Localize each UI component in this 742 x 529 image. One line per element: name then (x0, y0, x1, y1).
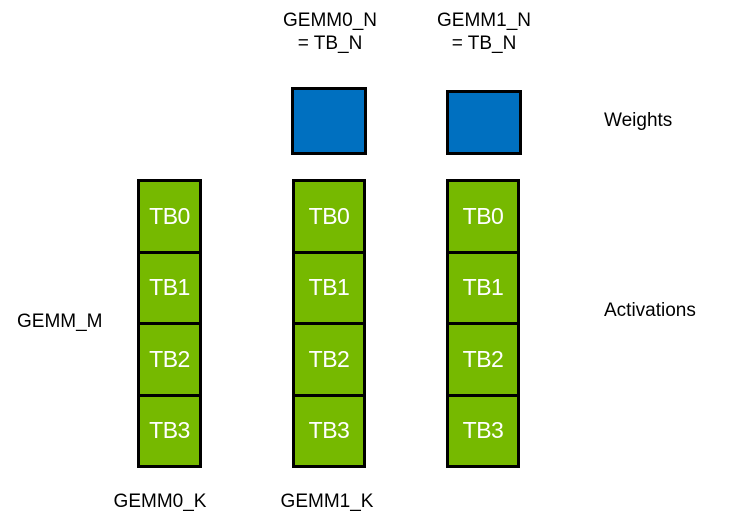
header-gemm1-n: GEMM1_N = TB_N (437, 9, 531, 55)
tb-cell: TB1 (449, 250, 517, 323)
header-gemm1-n-line2: = TB_N (451, 33, 517, 54)
tb-cell: TB2 (449, 322, 517, 394)
tb-cell: TB3 (449, 393, 517, 466)
activation-column-gemm1-k: TB0 TB1 TB2 TB3 (292, 179, 366, 468)
tb-cell: TB0 (308, 202, 350, 229)
label-gemm0-k: GEMM0_K (113, 491, 207, 512)
tb-cell: TB3 (140, 393, 199, 466)
activation-column-gemm1-n: TB0 TB1 TB2 TB3 (446, 179, 520, 468)
header-gemm1-n-line1: GEMM1_N (437, 10, 531, 31)
tb-cell: TB3 (295, 393, 363, 466)
tb-cell: TB1 (295, 250, 363, 323)
tb-cell: TB2 (295, 322, 363, 394)
header-gemm0-n-line2: = TB_N (297, 33, 363, 54)
weights-tile-gemm0 (291, 87, 367, 155)
tb-cell: TB1 (140, 250, 199, 323)
header-gemm0-n: GEMM0_N = TB_N (283, 9, 377, 55)
tb-cell: TB0 (149, 202, 190, 229)
activation-column-gemm0-k: TB0 TB1 TB2 TB3 (137, 179, 202, 468)
label-gemm1-k: GEMM1_K (280, 491, 374, 512)
tb-cell: TB2 (140, 322, 199, 394)
header-gemm0-n-line1: GEMM0_N (283, 10, 377, 31)
label-activations: Activations (604, 300, 696, 321)
label-weights: Weights (604, 110, 673, 131)
label-gemm-m: GEMM_M (17, 311, 103, 332)
weights-tile-gemm1 (446, 90, 522, 155)
tb-cell: TB0 (462, 202, 504, 229)
